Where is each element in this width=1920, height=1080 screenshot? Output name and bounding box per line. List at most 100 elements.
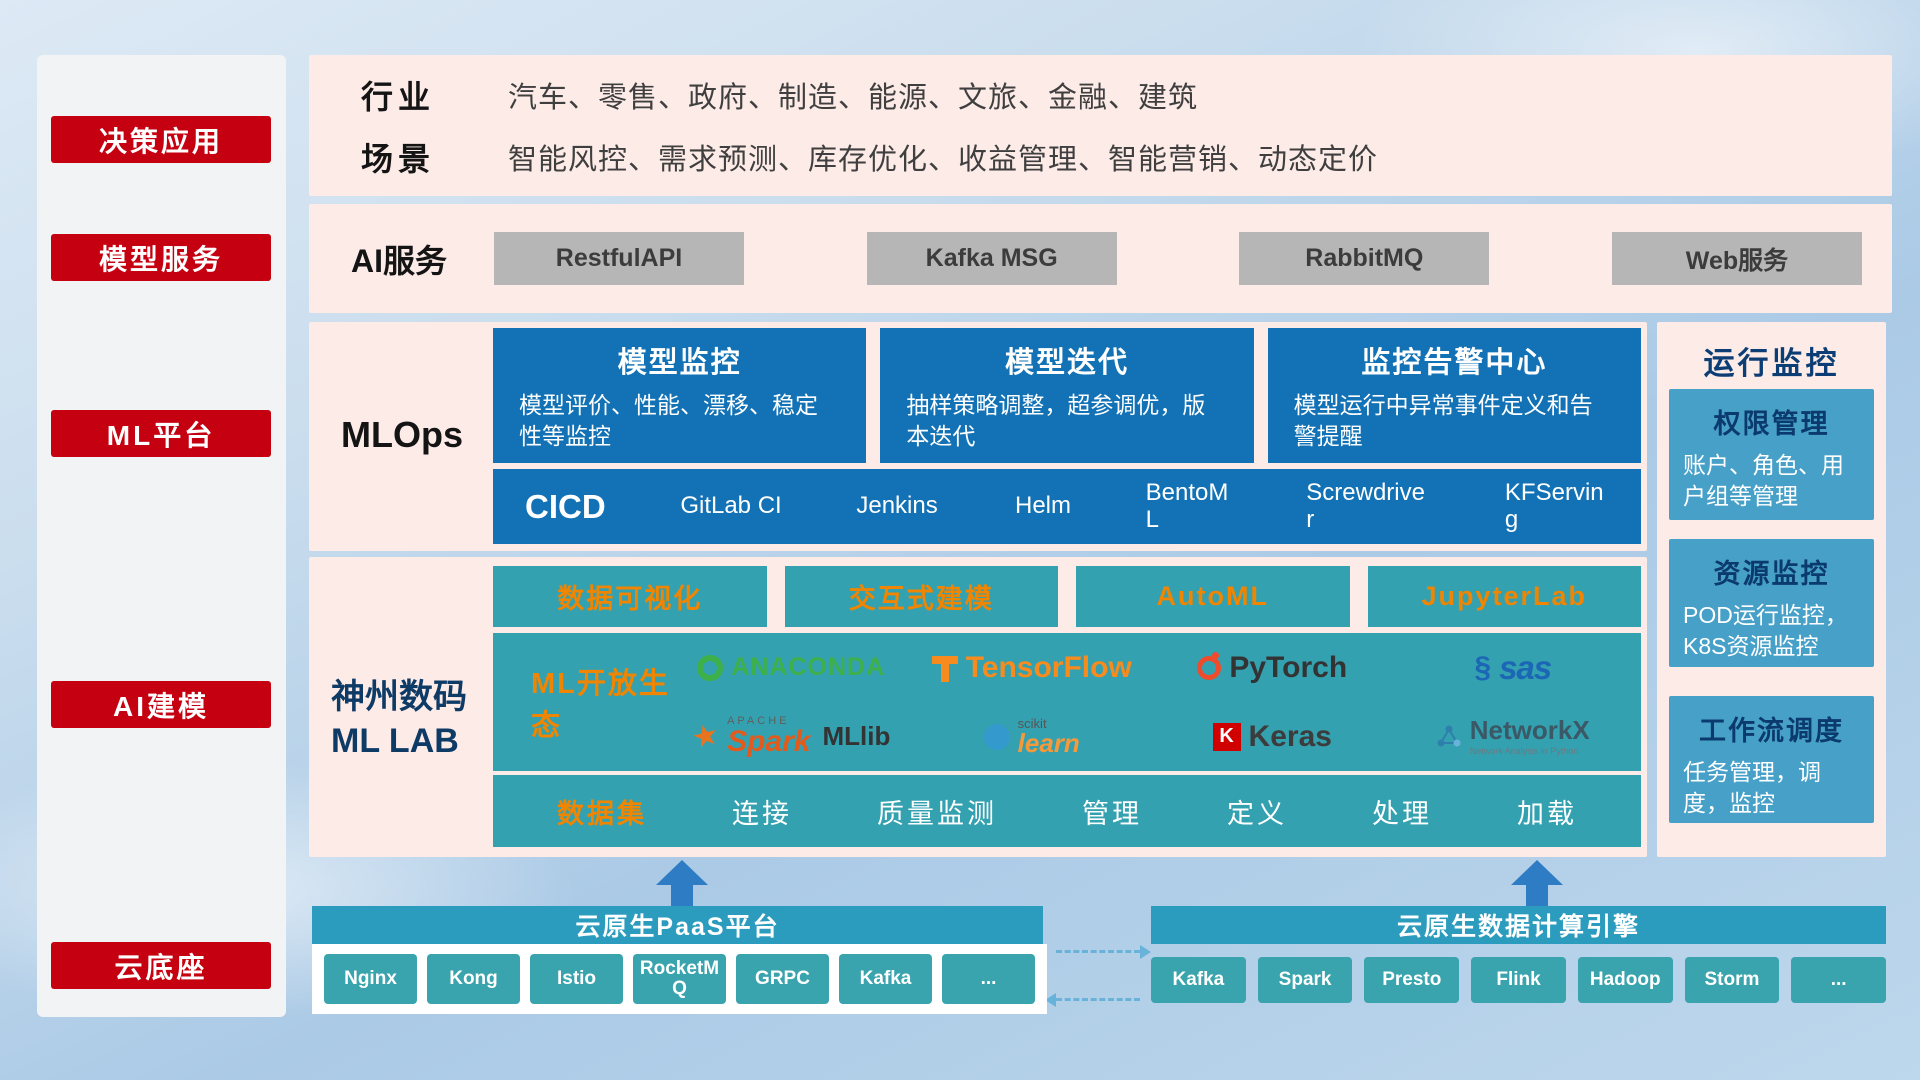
- scikit-label-small: scikit: [1017, 716, 1047, 731]
- tensorflow-icon: [931, 654, 958, 682]
- paas-components-strip: Nginx Kong Istio RocketMQ GRPC Kafka ...: [312, 944, 1047, 1014]
- more-chip[interactable]: ...: [1791, 957, 1887, 1003]
- kafka-chip[interactable]: Kafka: [1151, 957, 1246, 1003]
- keras-label: Keras: [1248, 719, 1332, 753]
- pytorch-logo: PyTorch: [1152, 651, 1393, 685]
- sidebar-item-cloud-base[interactable]: 云底座: [51, 942, 271, 989]
- dataset-process: 处理: [1372, 798, 1432, 829]
- hadoop-chip[interactable]: Hadoop: [1577, 957, 1673, 1003]
- spark-chip[interactable]: Spark: [1257, 957, 1353, 1003]
- card-desc: POD运行监控，K8S资源监控: [1683, 602, 1848, 660]
- scenario-line: 场景 智能风控、需求预测、库存优化、收益管理、智能营销、动态定价: [361, 134, 1892, 180]
- card-desc: 账户、角色、用户组等管理: [1683, 452, 1844, 510]
- data-engine-bar: 云原生数据计算引擎: [1151, 906, 1886, 944]
- nginx-chip[interactable]: Nginx: [324, 954, 417, 1004]
- anaconda-icon: [697, 654, 724, 681]
- tensorflow-label: TensorFlow: [965, 650, 1132, 684]
- screwdriver-item: Screwdriver: [1306, 479, 1425, 533]
- dataset-label: 数据集: [557, 798, 647, 829]
- rabbitmq-button[interactable]: RabbitMQ: [1239, 232, 1490, 285]
- industry-scenario-panel: 行业 汽车、零售、政府、制造、能源、文旅、金融、建筑 场景 智能风控、需求预测、…: [309, 55, 1892, 196]
- sidebar-item-decision-apps[interactable]: 决策应用: [51, 116, 271, 163]
- ai-service-label: AI服务: [351, 242, 448, 279]
- resource-monitor-card: 资源监控 POD运行监控，K8S资源监控: [1669, 539, 1874, 667]
- tensorflow-logo: TensorFlow: [912, 651, 1153, 685]
- eco-label: ML开放生态: [531, 668, 670, 742]
- bentoml-item: BentoML: [1145, 479, 1229, 533]
- sidebar-item-model-service[interactable]: 模型服务: [51, 234, 271, 281]
- ai-service-panel: AI服务 RestfulAPI Kafka MSG RabbitMQ Web服务: [309, 204, 1892, 313]
- sidebar-item-ai-modeling[interactable]: AI建模: [51, 681, 271, 728]
- card-title: 监控告警中心: [1361, 347, 1548, 379]
- kafka-msg-button[interactable]: Kafka MSG: [866, 232, 1117, 285]
- presto-chip[interactable]: Presto: [1364, 957, 1460, 1003]
- model-monitoring-card: 模型监控 模型评价、性能、漂移、稳定性等监控: [493, 328, 867, 463]
- spark-mllib-logo: ★ APACHE Spark MLlib: [671, 716, 912, 757]
- arrow-stem: [671, 885, 693, 906]
- dataset-band: 数据集 连接 质量监测 管理 定义 处理 加载: [493, 775, 1641, 847]
- kafka-chip[interactable]: Kafka: [839, 954, 932, 1004]
- card-desc: 模型运行中异常事件定义和告警提醒: [1293, 392, 1593, 450]
- up-arrow-icon: [1511, 860, 1563, 906]
- kfserving-item: KFServing: [1504, 479, 1604, 533]
- sidebar-item-ml-platform[interactable]: ML平台: [51, 410, 271, 457]
- cicd-label: CICD: [525, 487, 606, 525]
- runtime-monitor-panel: 运行监控 权限管理 账户、角色、用户组等管理 资源监控 POD运行监控，K8S资…: [1657, 322, 1886, 857]
- sas-icon: §: [1474, 650, 1492, 684]
- sas-label: sas: [1499, 648, 1552, 686]
- dataset-define: 定义: [1227, 798, 1287, 829]
- istio-chip[interactable]: Istio: [530, 954, 623, 1004]
- interactive-modeling-button[interactable]: 交互式建模: [784, 566, 1058, 627]
- rocketmq-chip[interactable]: RocketMQ: [633, 954, 726, 1004]
- spark-wordmark: APACHE Spark: [727, 716, 810, 757]
- jenkins-item: Jenkins: [856, 492, 938, 520]
- card-desc: 模型评价、性能、漂移、稳定性等监控: [519, 392, 818, 450]
- kong-chip[interactable]: Kong: [427, 954, 520, 1004]
- card-title: 模型监控: [617, 347, 742, 379]
- arrow-head: [1045, 993, 1056, 1007]
- paas-platform-bar: 云原生PaaS平台: [312, 906, 1043, 944]
- dashed-arrow-left-icon: [1045, 993, 1140, 1007]
- networkx-wordmark: NetworkX Network Analysis in Python: [1469, 715, 1590, 756]
- flink-chip[interactable]: Flink: [1471, 957, 1566, 1003]
- industry-label: 行业: [361, 78, 436, 115]
- dataset-connect: 连接: [732, 798, 792, 829]
- dataset-manage: 管理: [1082, 798, 1142, 829]
- arrow-head: [1511, 860, 1563, 885]
- card-title: 权限管理: [1713, 409, 1830, 439]
- scenario-label: 场景: [361, 140, 436, 177]
- pytorch-icon: [1197, 651, 1222, 680]
- networkx-icon: [1436, 723, 1462, 749]
- mllab-label-line2: ML LAB: [331, 722, 459, 761]
- keras-icon: K: [1212, 722, 1241, 751]
- card-desc: 任务管理，调度，监控: [1683, 759, 1821, 817]
- scikit-label: learn: [1017, 728, 1080, 758]
- card-title: 资源监控: [1713, 559, 1830, 589]
- mllab-tools: 数据可视化 交互式建模 AutoML JupyterLab: [493, 566, 1641, 627]
- data-visualization-button[interactable]: 数据可视化: [493, 566, 767, 627]
- card-title: 模型迭代: [1004, 347, 1129, 379]
- restfulapi-button[interactable]: RestfulAPI: [494, 232, 744, 285]
- alert-center-card: 监控告警中心 模型运行中异常事件定义和告警提醒: [1267, 328, 1641, 463]
- web-service-button[interactable]: Web服务: [1611, 232, 1862, 285]
- networkx-label: NetworkX: [1469, 715, 1590, 746]
- mlops-cards: 模型监控 模型评价、性能、漂移、稳定性等监控 模型迭代 抽样策略调整，超参调优，…: [493, 328, 1641, 463]
- grpc-chip[interactable]: GRPC: [736, 954, 829, 1004]
- industry-content: 汽车、零售、政府、制造、能源、文旅、金融、建筑: [508, 81, 1199, 114]
- scikit-learn-icon: [983, 723, 1010, 750]
- storm-chip[interactable]: Storm: [1684, 957, 1780, 1003]
- networkx-logo: NetworkX Network Analysis in Python: [1393, 715, 1634, 756]
- jupyterlab-button[interactable]: JupyterLab: [1367, 566, 1641, 627]
- arrow-head: [1140, 945, 1151, 959]
- gitlab-ci-item: GitLab CI: [680, 492, 782, 520]
- spark-label: Spark: [727, 725, 811, 758]
- arrow-head: [656, 860, 708, 885]
- ai-service-buttons: RestfulAPI Kafka MSG RabbitMQ Web服务: [494, 232, 1862, 285]
- anaconda-label: ANACONDA: [731, 653, 886, 681]
- automl-button[interactable]: AutoML: [1076, 566, 1350, 627]
- scenario-content: 智能风控、需求预测、库存优化、收益管理、智能营销、动态定价: [508, 143, 1379, 176]
- mllab-panel: 神州数码 ML LAB 数据可视化 交互式建模 AutoML JupyterLa…: [309, 557, 1647, 857]
- more-chip[interactable]: ...: [942, 954, 1035, 1004]
- up-arrow-icon: [656, 860, 708, 906]
